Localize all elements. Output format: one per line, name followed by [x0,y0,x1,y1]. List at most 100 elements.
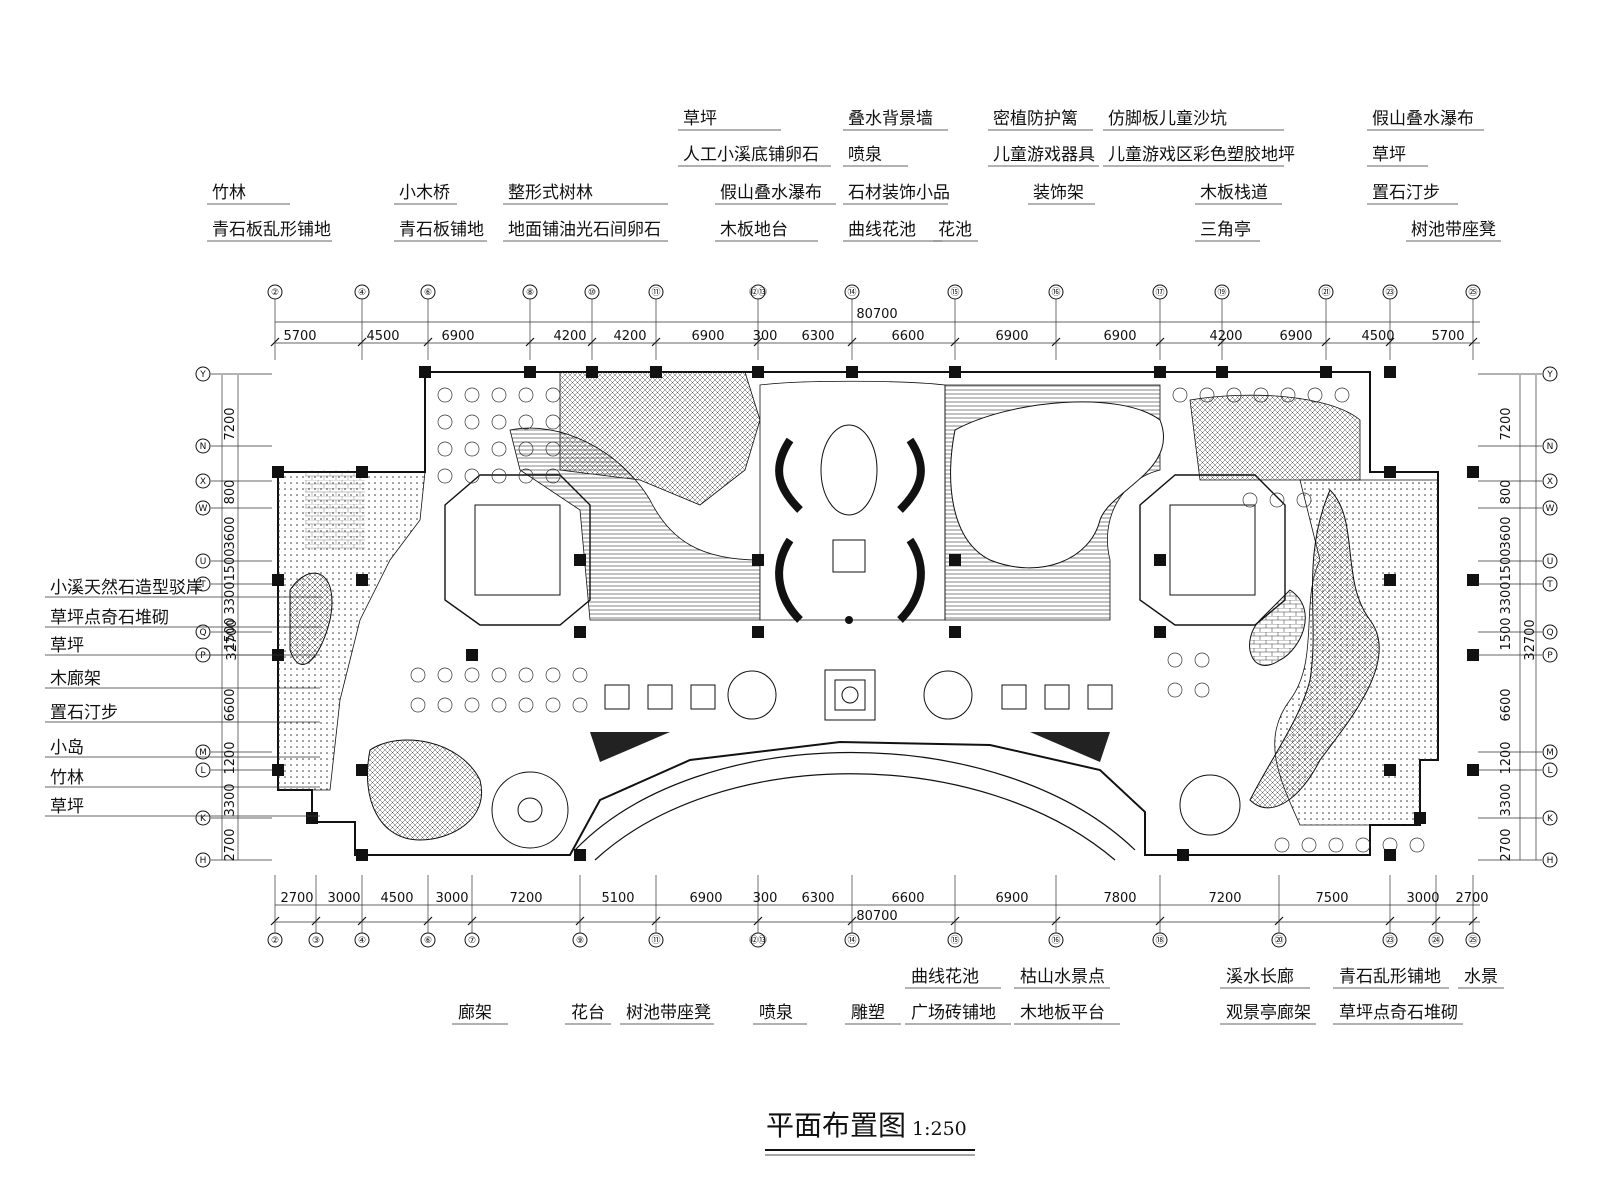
tree-circle [545,667,561,683]
tree-circle [491,697,507,713]
top-dimension: 5700 [1431,329,1464,344]
axis-label: ⑳ [1274,935,1283,946]
row-axis-label: T [1546,580,1553,590]
row-axis-circle [1542,762,1558,778]
left-annotation: 草坪 [50,636,84,656]
tree-circle [1194,652,1210,668]
column [272,764,284,776]
tree-circle [545,468,561,484]
bottom-annotation: 木地板平台 [1020,1003,1105,1023]
right-dimension: 3300 [1499,783,1514,816]
top-annotation: 置石汀步 [1372,183,1440,203]
tree-circle [464,441,480,457]
central-plaza [491,424,1241,861]
axis-label: ⑥ [424,936,432,946]
column [356,764,368,776]
tree-circle [1274,837,1290,853]
tree-circle [1199,387,1215,403]
top-annotation: 喷泉 [848,145,882,165]
column [586,366,598,378]
row-axis-label: Y [199,370,206,380]
row-axis-label: H [1547,856,1554,866]
top-annotation: 青石板乱形铺地 [212,220,331,240]
bottom-dimension: 2700 [1455,891,1488,906]
axis-label: ⑪ [651,287,660,298]
axis-label: ⑭ [847,935,856,946]
top-dimension: 6900 [1103,329,1136,344]
tree-circle [518,697,534,713]
right-dimension: 3600 [1499,516,1514,549]
axis-label: ⑫⑬ [749,935,767,946]
tree-circle [437,414,453,430]
right-dimension: 800 [1499,480,1514,505]
bottom-annotation: 花台 [571,1003,605,1023]
column [466,649,478,661]
right-dimension: 1200 [1499,741,1514,774]
drawing-title: 平面布置图 [766,1109,906,1142]
axis-label: ⑰ [1155,287,1164,298]
left-annotation: 置石汀步 [50,703,118,723]
axis-label: ② [271,936,279,946]
column [1384,466,1396,478]
column [574,626,586,638]
axis-label: ㉔ [1431,935,1440,946]
tree-circle [464,468,480,484]
row-axis-circle [1542,810,1558,826]
bottom-annotation: 溪水长廊 [1226,967,1294,987]
axis-label: ㉑ [1321,287,1330,298]
row-axis-label: H [200,856,207,866]
top-annotation: 儿童游戏器具 [993,145,1095,165]
column [356,574,368,586]
tree-circle [572,667,588,683]
row-axis-label: U [200,557,207,567]
row-axis-label: W [199,504,208,514]
row-axis-label: W [1546,504,1555,514]
bottom-dimension: 300 [753,891,778,906]
axis-label: ㉓ [1385,287,1394,298]
tree-circle [1301,837,1317,853]
tree-circle [491,468,507,484]
top-annotation: 假山叠水瀑布 [1372,109,1474,129]
top-dimension: 4200 [613,329,646,344]
column [1384,366,1396,378]
axis-label: ⑦ [468,936,476,946]
tree-circle [1328,837,1344,853]
row-axis-circle [195,473,211,489]
left-dimension: 1500 [223,548,238,581]
axis-label: ⑯ [1051,287,1060,298]
top-annotation: 小木桥 [399,183,450,203]
row-axis-circle [195,553,211,569]
column [949,626,961,638]
row-axis-circle [1542,624,1558,640]
bottom-dimension: 4500 [380,891,413,906]
row-axis-circle [195,438,211,454]
row-axis-label: N [200,442,207,452]
column [1154,626,1166,638]
bottom-annotation: 曲线花池 [911,967,979,987]
top-annotation: 木板地台 [720,220,788,240]
axis-label: ④ [358,288,366,298]
row-axis-label: T [199,580,206,590]
left-annotation: 草坪 [50,797,84,817]
column [1384,764,1396,776]
row-axis-label: K [1547,814,1554,824]
bottom-annotation: 水景 [1464,967,1498,987]
tree-circle [518,468,534,484]
axis-label: ⑭ [847,287,856,298]
columns [272,366,1479,861]
left-dimension: 2700 [223,828,238,861]
left-annotation: 草坪点奇石堆砌 [50,608,169,628]
column [1467,764,1479,776]
tree-circle [1355,837,1371,853]
top-annotation: 仿脚板儿童沙坑 [1108,109,1227,129]
column [846,366,858,378]
right-dimension: 7200 [1499,407,1514,440]
axis-label: ⑨ [576,936,584,946]
row-axis-circle [195,810,211,826]
row-axis-circle [1542,647,1558,663]
axis-label: ⑥ [424,288,432,298]
right-dimension: 1500 [1499,617,1514,650]
